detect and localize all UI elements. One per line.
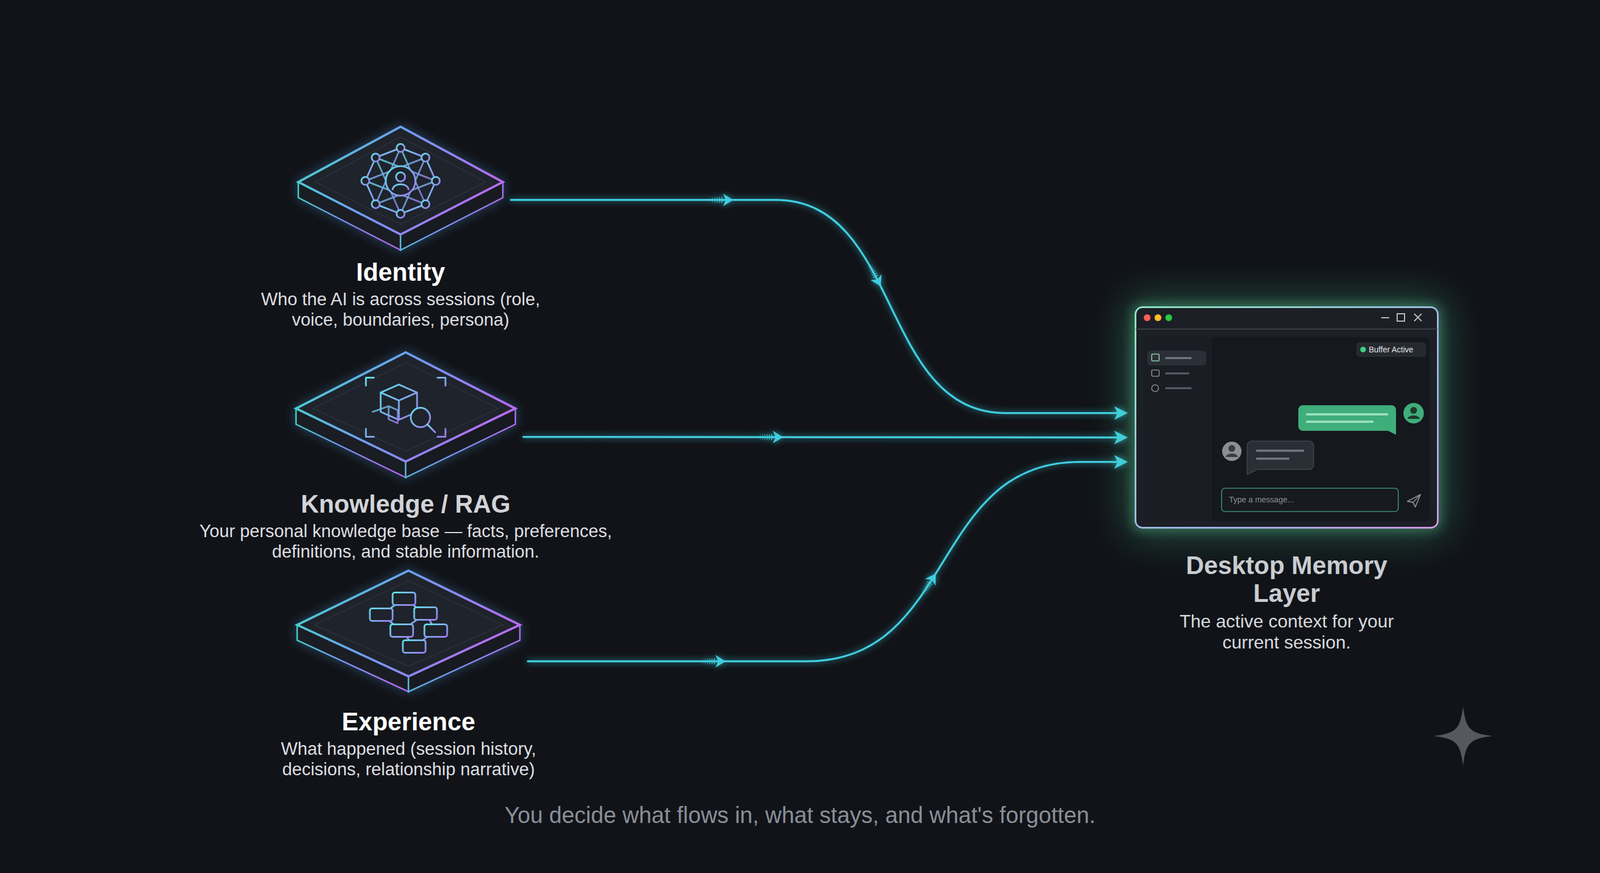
tile-illustration <box>296 124 506 253</box>
flow-connector <box>510 200 1126 414</box>
tile-illustration <box>294 568 523 694</box>
flow-tick <box>709 658 711 665</box>
flow-tick <box>872 272 878 276</box>
node-caption: Knowledge / RAG Your personal knowledge b… <box>195 489 616 562</box>
flow-tick <box>923 587 929 591</box>
memory-tile: ExperienceWhat happened (session history… <box>294 568 523 694</box>
node-heading: Desktop Memory Layer <box>1159 551 1415 608</box>
node-heading: Knowledge / RAG <box>195 489 616 518</box>
flow-tick <box>867 264 873 268</box>
flow-tick <box>704 658 706 665</box>
flow-tick <box>869 268 875 272</box>
flow-tick <box>868 266 874 270</box>
node-description: Who the AI is across sessions (role, voi… <box>247 289 554 331</box>
flow-tick <box>759 434 761 440</box>
flow-arrowhead <box>715 655 726 668</box>
window-node: Desktop Memory LayerThe active context f… <box>1134 306 1439 529</box>
memory-tile: IdentityWho the AI is across sessions (r… <box>296 124 506 253</box>
caption: You decide what flows in, what stays, an… <box>504 801 1096 829</box>
node-caption: Desktop Memory LayerThe active context f… <box>1159 551 1415 653</box>
flow-arrowhead <box>722 193 733 207</box>
flow-tick <box>719 197 721 203</box>
flow-tick <box>713 658 715 665</box>
node-heading: Experience <box>257 707 560 736</box>
flow-tick <box>712 197 714 203</box>
status-badge-text: Buffer Active <box>1368 342 1414 357</box>
flow-tick <box>710 197 712 203</box>
flow-tick <box>925 585 930 589</box>
sparkle-watermark <box>1433 706 1493 766</box>
flow-tick <box>871 271 877 274</box>
flow-tick <box>771 434 773 440</box>
flow-chevron <box>702 655 726 668</box>
flow-tick <box>766 434 768 440</box>
flow-tick <box>711 658 713 665</box>
flow-tick <box>717 197 719 203</box>
node-description: Your personal knowledge base — facts, pr… <box>195 521 616 562</box>
flow-tick <box>721 197 723 203</box>
node-description: What happened (session history, decision… <box>257 738 560 780</box>
flow-tick <box>921 590 926 594</box>
memory-tile: Knowledge / RAGYour personal knowledge b… <box>293 350 518 480</box>
node-heading: Identity <box>247 257 554 286</box>
flow-arrowhead <box>925 569 941 586</box>
flow-tick <box>706 658 708 665</box>
node-caption: IdentityWho the AI is across sessions (r… <box>247 257 554 331</box>
flow-tick <box>926 583 931 587</box>
flow-chevron <box>760 430 783 444</box>
flow-tick <box>927 581 932 585</box>
flow-tick <box>761 434 764 440</box>
node-description: The active context for your current sess… <box>1159 610 1415 653</box>
flow-tick <box>872 275 878 278</box>
input-placeholder: Type a message... <box>1228 488 1294 512</box>
flow-connector <box>527 461 1126 662</box>
flow-tick <box>764 434 766 440</box>
tile-illustration <box>293 350 518 480</box>
flow-connector <box>523 435 1126 439</box>
flow-arrowhead <box>870 274 887 290</box>
flow-chevron <box>710 193 733 207</box>
flow-tick <box>702 658 704 665</box>
node-caption: ExperienceWhat happened (session history… <box>257 707 560 780</box>
flow-tick <box>714 197 716 203</box>
flow-arrowhead <box>772 430 783 444</box>
flow-tick <box>922 589 927 593</box>
flow-chevron <box>864 263 887 290</box>
flow-chevron <box>918 569 941 597</box>
flow-tick <box>768 434 770 440</box>
